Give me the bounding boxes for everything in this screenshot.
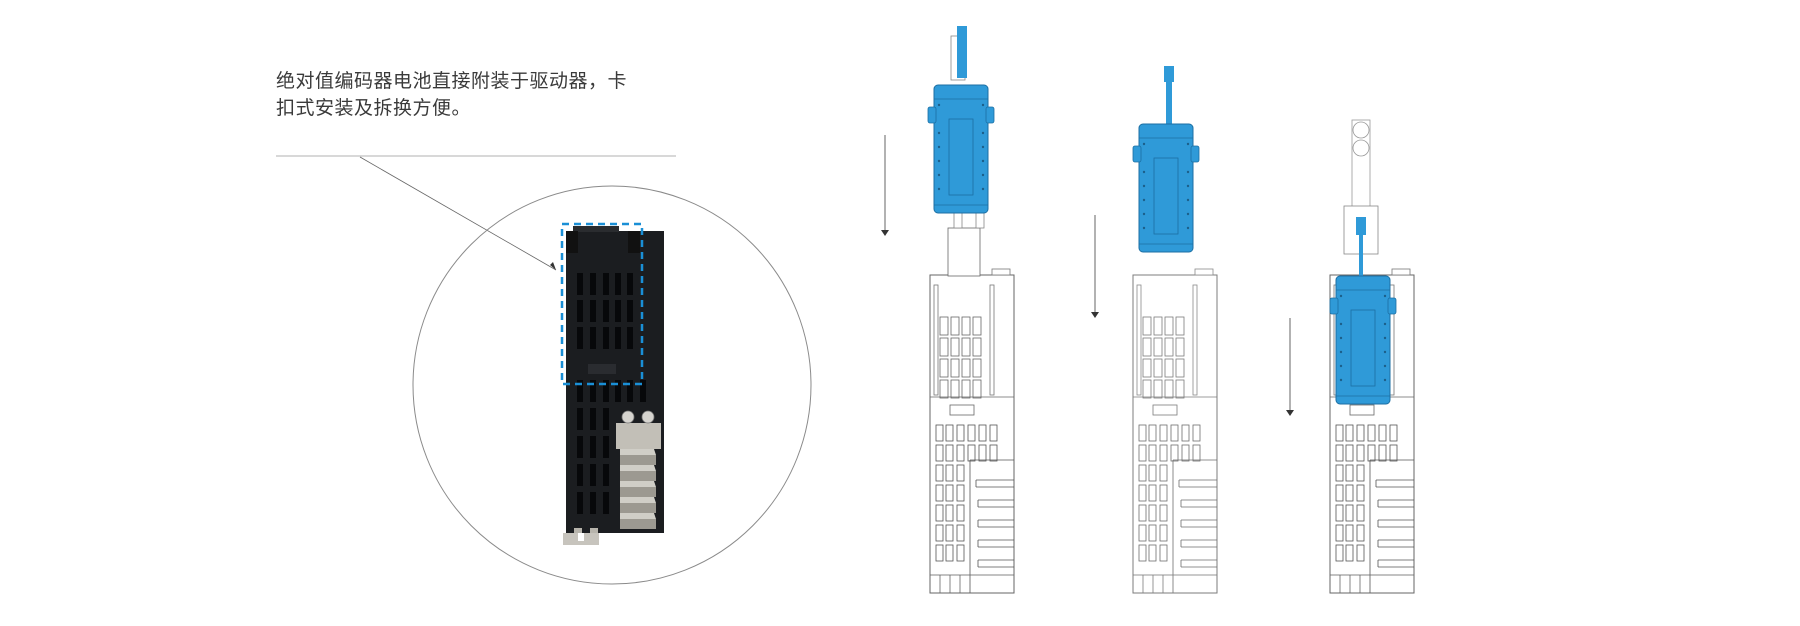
battery-1	[927, 84, 995, 214]
down-arrow-3-head	[1286, 410, 1294, 416]
leader-arrowhead	[550, 262, 556, 270]
down-arrow-2-head	[1091, 312, 1099, 318]
battery-3-mounted	[1329, 275, 1397, 405]
battery-highlight-box	[560, 222, 644, 386]
drive-vents	[577, 273, 646, 514]
caption-line-2: 扣式安装及拆换方便。	[276, 97, 472, 119]
step-1-illustration	[881, 26, 1015, 594]
heatsink	[616, 410, 661, 529]
feature-caption: 绝对值编码器电池直接附装于驱动器，卡 扣式安装及拆换方便。	[276, 68, 676, 122]
caption-line-1: 绝对值编码器电池直接附装于驱动器，卡	[276, 70, 628, 92]
drive-photo	[563, 226, 664, 545]
battery-2	[1132, 123, 1200, 253]
step-2-illustration	[1091, 66, 1218, 594]
zoom-circle	[412, 185, 812, 585]
down-arrow-1-head	[881, 230, 889, 236]
step-3-illustration	[1286, 119, 1415, 594]
leader-line	[359, 156, 557, 271]
